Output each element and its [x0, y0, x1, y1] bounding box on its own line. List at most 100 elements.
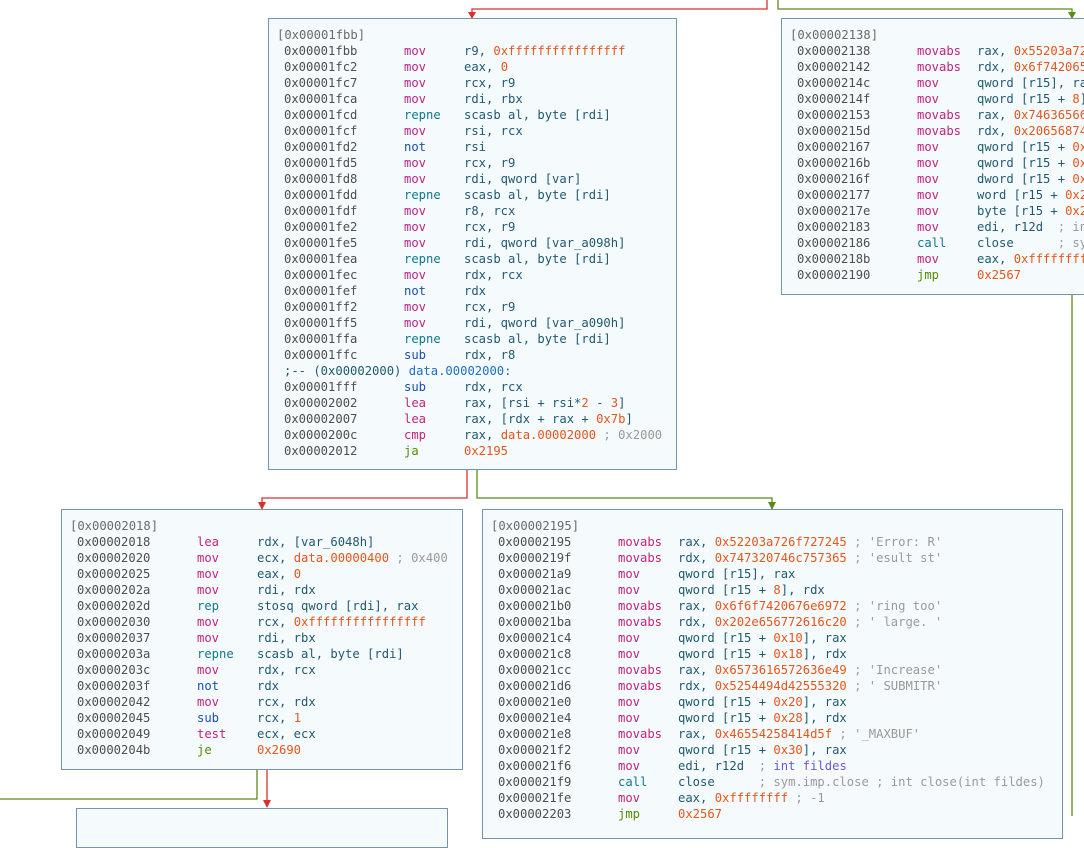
operand-token: ; sym.imp.close ; int close(int fildes) — [758, 775, 1045, 789]
operand-token: rdx, — [678, 615, 715, 629]
instruction-operands: edi, r12d ; int fildes — [678, 758, 847, 774]
node-partial-bottom[interactable] — [76, 808, 448, 848]
instruction-operands: rcx, r9 — [464, 299, 515, 315]
instruction-mnemonic: mov — [917, 140, 940, 154]
instruction-address: 0x0000215d — [797, 124, 871, 138]
instruction-address: 0x00002195 — [498, 535, 572, 549]
instruction-mnemonic: movabs — [618, 551, 663, 565]
instruction-row[interactable]: ;-- (0x00002000) data.00002000: — [284, 363, 676, 379]
operand-token: ], rdx — [1080, 92, 1084, 106]
operand-token: 0x747320746c757365 — [714, 551, 847, 565]
instruction-address: 0x000021b0 — [498, 599, 572, 613]
operand-token: rax, — [678, 727, 715, 741]
instruction-mnemonic: mov — [197, 583, 220, 597]
flag-segment: data.00002000: — [408, 364, 512, 378]
instruction-mnemonic: mov — [917, 156, 940, 170]
instruction-operands: qword [r15 + 0x28], rdx — [678, 710, 847, 726]
operand-token: rdx, rcx — [464, 268, 523, 282]
edge-true-out-2018 — [0, 769, 258, 800]
instruction-operands: rdx, 0x747320746c757365 ; 'esult st' — [678, 550, 942, 566]
instruction-operands: rdx, 0x5254494d42555320 ; ' SUBMITR' — [678, 678, 942, 694]
operand-token: 0xffffffff — [1013, 252, 1084, 266]
instruction-operands: close ; sym.imp.close ; int close(int fi… — [678, 774, 1045, 790]
